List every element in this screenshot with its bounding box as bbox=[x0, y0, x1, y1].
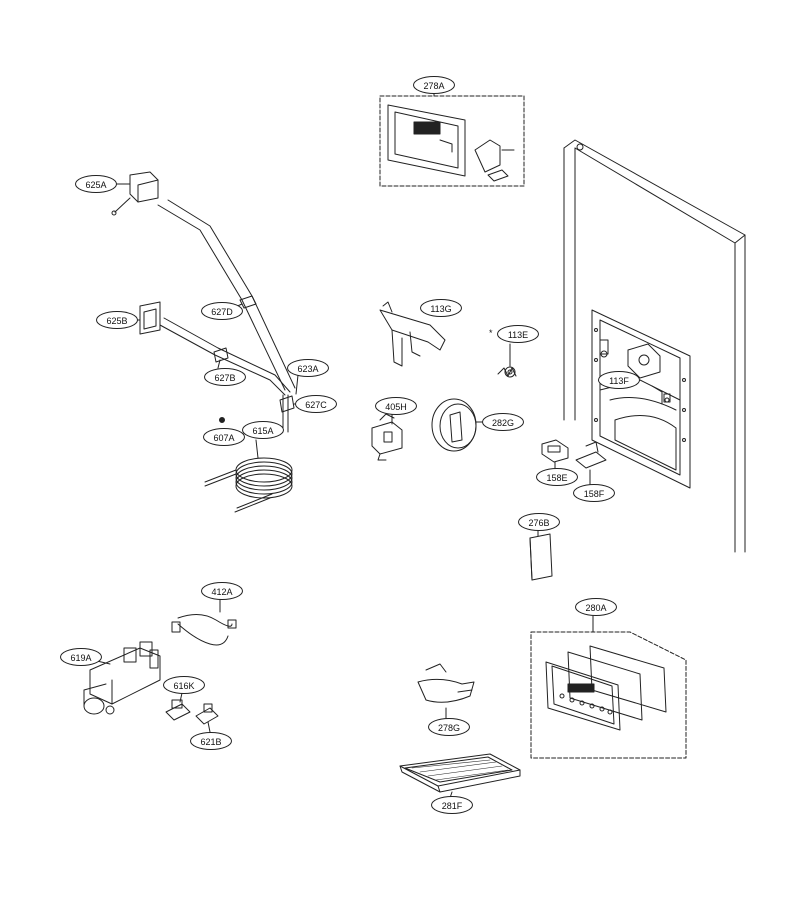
label-278A: 278A bbox=[413, 76, 455, 94]
part-281F-drip-tray-artwork bbox=[399, 753, 521, 799]
label-158F: 158F bbox=[573, 484, 615, 502]
part-158E-158F-artwork bbox=[541, 439, 607, 485]
label-623A: 623A bbox=[287, 359, 329, 377]
part-282G-paddle-artwork bbox=[431, 398, 491, 452]
part-113E-spring-artwork bbox=[497, 343, 517, 378]
label-625A: 625A bbox=[75, 175, 117, 193]
label-405H: 405H bbox=[375, 397, 417, 415]
label-113E: 113E bbox=[497, 325, 539, 343]
part-278G-artwork bbox=[417, 663, 475, 719]
label-619A: 619A bbox=[60, 648, 102, 666]
part-276B-artwork bbox=[529, 529, 553, 581]
label-607A: 607A bbox=[203, 428, 245, 446]
label-158E: 158E bbox=[536, 468, 578, 486]
label-113F: 113F bbox=[598, 371, 640, 389]
part-412A-harness-artwork bbox=[171, 597, 237, 646]
label-276B: 276B bbox=[518, 513, 560, 531]
part-405H-artwork bbox=[371, 413, 403, 461]
label-627C: 627C bbox=[295, 395, 337, 413]
part-625A-artwork bbox=[103, 171, 159, 216]
label-625B: 625B bbox=[96, 311, 138, 329]
label-615A: 615A bbox=[242, 421, 284, 439]
label-412A: 412A bbox=[201, 582, 243, 600]
label-280A: 280A bbox=[575, 598, 617, 616]
part-619A-valve-artwork bbox=[83, 641, 161, 715]
part-615A-coil-artwork bbox=[204, 417, 293, 513]
label-627B: 627B bbox=[204, 368, 246, 386]
label-113G: 113G bbox=[420, 299, 462, 317]
dispenser-cavity bbox=[591, 309, 691, 489]
label-627D: 627D bbox=[201, 302, 243, 320]
label-282G: 282G bbox=[482, 413, 524, 431]
label-281F: 281F bbox=[431, 796, 473, 814]
part-280A-artwork bbox=[530, 615, 687, 759]
label-621B: 621B bbox=[190, 732, 232, 750]
label-616K: 616K bbox=[163, 676, 205, 694]
label-278G: 278G bbox=[428, 718, 470, 736]
asterisk-note: * bbox=[489, 328, 493, 338]
refrigerator-door bbox=[563, 139, 746, 553]
part-616K-621B-artwork bbox=[165, 692, 219, 733]
part-278A-artwork bbox=[379, 85, 525, 187]
